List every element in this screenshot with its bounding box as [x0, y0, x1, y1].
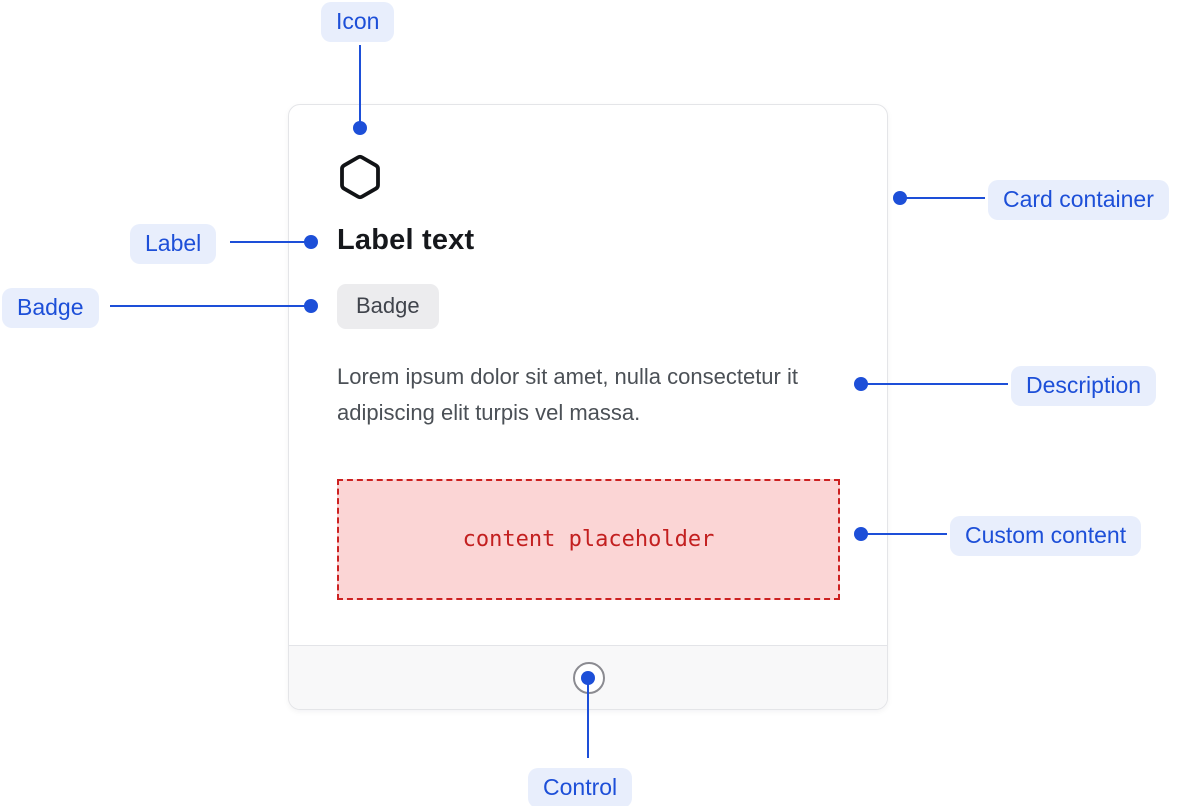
leader-line-badge: [110, 305, 311, 307]
control-button[interactable]: [573, 662, 605, 694]
card-container: Label text Badge Lorem ipsum dolor sit a…: [288, 104, 888, 710]
anchor-dot-description: [854, 377, 868, 391]
annotation-description: Description: [1011, 366, 1157, 406]
annotation-control: Control: [528, 768, 633, 806]
anchor-dot-card-container: [893, 191, 907, 205]
badge: Badge: [337, 284, 439, 329]
leader-line-card-container: [899, 197, 985, 199]
anchor-dot-icon: [353, 121, 367, 135]
custom-content-placeholder: content placeholder: [337, 479, 840, 600]
annotation-card-container: Card container: [988, 180, 1169, 220]
leader-line-custom-content: [861, 533, 947, 535]
annotation-badge: Badge: [2, 288, 99, 328]
leader-line-control: [587, 678, 589, 758]
card-label-text: Label text: [337, 224, 475, 256]
card-description: Lorem ipsum dolor sit amet, nulla consec…: [337, 364, 798, 425]
anchor-dot-badge: [304, 299, 318, 313]
annotation-label: Label: [130, 224, 217, 264]
anchor-dot-label: [304, 235, 318, 249]
leader-line-icon: [359, 45, 361, 128]
annotation-icon: Icon: [321, 2, 395, 42]
leader-line-label: [230, 241, 311, 243]
leader-line-description: [861, 383, 1008, 385]
hexagon-icon: [340, 154, 380, 200]
anchor-dot-custom-content: [854, 527, 868, 541]
anchor-dot-control: [581, 671, 595, 685]
annotation-custom-content: Custom content: [950, 516, 1142, 556]
